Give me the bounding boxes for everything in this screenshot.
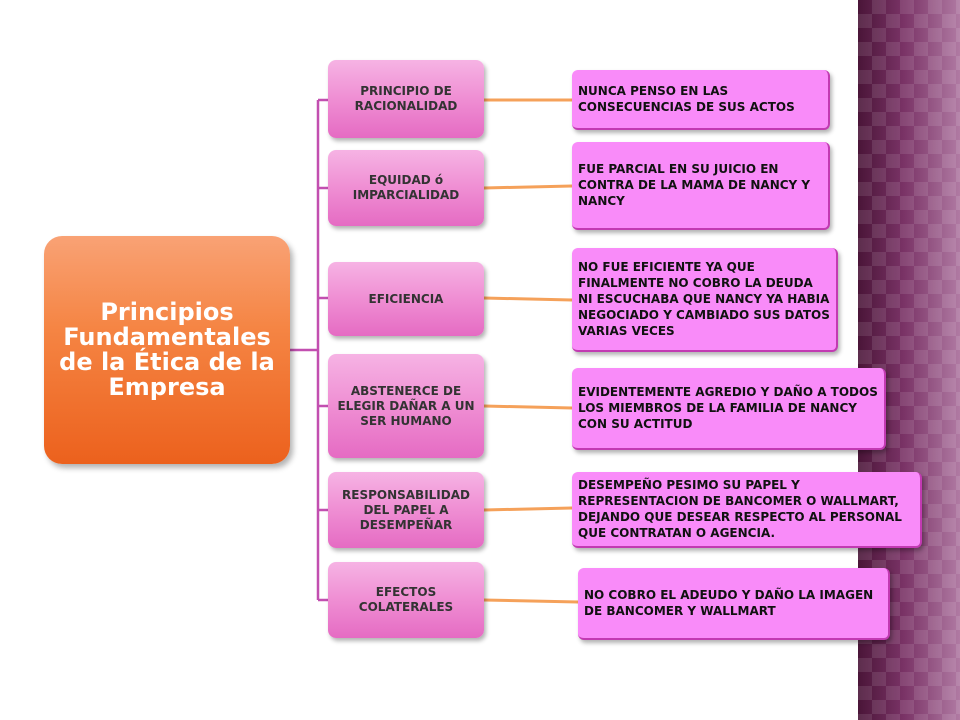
detail-node-efectos: NO COBRO EL ADEUDO Y DAÑO LA IMAGEN DE B… — [578, 568, 890, 640]
principle-label: RESPONSABILIDAD DEL PAPEL A DESEMPEÑAR — [342, 487, 470, 532]
principle-label: EQUIDAD ó IMPARCIALIDAD — [352, 173, 460, 202]
detail-node-eficiencia: NO FUE EFICIENTE YA QUE FINALMENTE NO CO… — [572, 248, 838, 352]
principle-label: EFICIENCIA — [368, 291, 444, 306]
principle-node-abstenerce: ABSTENERCE DE ELEGIR DAÑAR A UN SER HUMA… — [328, 354, 484, 458]
root-title: Principios Fundamentales de la Ética de … — [59, 297, 275, 402]
detail-node-equidad: FUE PARCIAL EN SU JUICIO EN CONTRA DE LA… — [572, 142, 830, 230]
root-branch-connector — [290, 98, 328, 602]
principle-node-racionalidad: PRINCIPIO DE RACIONALIDAD — [328, 60, 484, 138]
detail-text: NUNCA PENSO EN LAS CONSECUENCIAS DE SUS … — [578, 83, 795, 114]
principle-label: PRINCIPIO DE RACIONALIDAD — [354, 84, 458, 113]
detail-text: NO COBRO EL ADEUDO Y DAÑO LA IMAGEN DE B… — [584, 587, 874, 618]
principle-label: ABSTENERCE DE ELEGIR DAÑAR A UN SER HUMA… — [337, 383, 475, 428]
detail-text: NO FUE EFICIENTE YA QUE FINALMENTE NO CO… — [578, 259, 830, 339]
principle-node-responsabilidad: RESPONSABILIDAD DEL PAPEL A DESEMPEÑAR — [328, 472, 484, 548]
detail-node-responsabilidad: DESEMPEÑO PESIMO SU PAPEL Y REPRESENTACI… — [572, 472, 922, 548]
connector-eficiencia — [483, 296, 573, 302]
connector-abstenerce — [483, 404, 573, 410]
connector-efectos — [483, 598, 579, 604]
principle-node-eficiencia: EFICIENCIA — [328, 262, 484, 336]
principle-node-equidad: EQUIDAD ó IMPARCIALIDAD — [328, 150, 484, 226]
detail-node-abstenerce: EVIDENTEMENTE AGREDIO Y DAÑO A TODOS LOS… — [572, 368, 886, 450]
principle-node-efectos: EFECTOS COLATERALES — [328, 562, 484, 638]
principle-label: EFECTOS COLATERALES — [358, 585, 454, 614]
connector-responsabilidad — [483, 506, 573, 512]
detail-text: DESEMPEÑO PESIMO SU PAPEL Y REPRESENTACI… — [578, 477, 902, 541]
detail-text: EVIDENTEMENTE AGREDIO Y DAÑO A TODOS LOS… — [578, 384, 878, 432]
root-node: Principios Fundamentales de la Ética de … — [44, 236, 290, 464]
connector-equidad — [483, 184, 573, 190]
detail-text: FUE PARCIAL EN SU JUICIO EN CONTRA DE LA… — [578, 161, 811, 209]
detail-node-racionalidad: NUNCA PENSO EN LAS CONSECUENCIAS DE SUS … — [572, 70, 830, 130]
